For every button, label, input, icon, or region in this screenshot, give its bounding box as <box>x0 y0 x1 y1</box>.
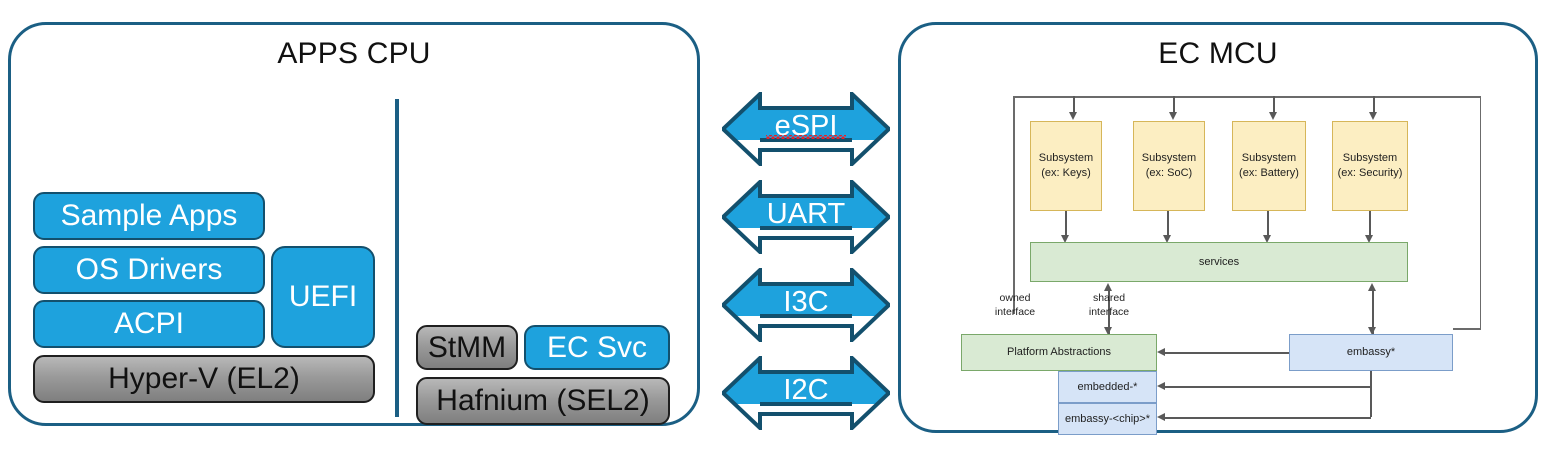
subsystem-security-line1: Subsystem <box>1342 152 1398 165</box>
apps-cpu-panel: APPS CPU Sample Apps OS Drivers ACPI UEF… <box>8 22 700 426</box>
services-embassy-arrowhead-down <box>1368 327 1376 335</box>
subsystem-keys-to-services-arrowhead <box>1061 235 1069 243</box>
bus-drop-3-arrowhead <box>1269 112 1277 120</box>
services-embassy-arrowhead-up <box>1368 283 1376 291</box>
owned-interface-label: owned interface <box>977 291 1053 319</box>
shared-interface-arrowhead-up <box>1104 283 1112 291</box>
embassy-riser-foot <box>1453 328 1481 330</box>
bus-drop-4 <box>1373 96 1375 114</box>
subsystem-box-keys[interactable]: Subsystem (ex: Keys) <box>1030 121 1102 211</box>
embedded-label: embedded-* <box>1077 380 1138 393</box>
top-bus-horizontal <box>1013 96 1481 98</box>
interconnect-arrow-i3c[interactable]: I3C <box>722 268 890 342</box>
world-divider <box>395 99 399 417</box>
block-hyper-v[interactable]: Hyper-V (EL2) <box>33 355 375 403</box>
block-acpi[interactable]: ACPI <box>33 300 265 348</box>
embassy-label: embassy* <box>1346 346 1396 359</box>
embassy-to-embedded-line <box>1165 386 1371 388</box>
bus-drop-2-arrowhead <box>1169 112 1177 120</box>
embassy-down-stem <box>1370 371 1372 417</box>
ec-mcu-panel: EC MCU Subsystem (ex: Keys) Subsystem (e… <box>898 22 1538 435</box>
owned-interface-line2: interface <box>994 306 1036 319</box>
block-hafnium[interactable]: Hafnium (SEL2) <box>416 377 670 425</box>
embassy-to-chip-arrowhead <box>1157 412 1165 421</box>
interconnect-arrow-i2c[interactable]: I2C <box>722 356 890 430</box>
subsystem-soc-to-services-arrowhead <box>1163 235 1171 243</box>
bus-drop-1-arrowhead <box>1069 112 1077 120</box>
subsystem-soc-line2: (ex: SoC) <box>1145 167 1193 179</box>
bus-drop-3 <box>1273 96 1275 114</box>
subsystem-security-to-services-arrowhead <box>1365 235 1373 243</box>
subsystem-box-battery[interactable]: Subsystem (ex: Battery) <box>1232 121 1306 211</box>
embassy-chip-box[interactable]: embassy-<chip>* <box>1058 403 1157 435</box>
embedded-box[interactable]: embedded-* <box>1058 371 1157 403</box>
bus-drop-2 <box>1173 96 1175 114</box>
block-hafnium-label: Hafnium (SEL2) <box>436 384 650 417</box>
embassy-to-platform-arrowhead <box>1157 347 1165 356</box>
subsystem-battery-line1: Subsystem <box>1241 152 1297 165</box>
block-acpi-label: ACPI <box>113 307 185 340</box>
embassy-chip-label: embassy-<chip>* <box>1065 412 1150 425</box>
shared-interface-line <box>1108 290 1110 334</box>
subsystem-battery-line2: (ex: Battery) <box>1239 167 1299 179</box>
block-ec-svc-label: EC Svc <box>546 330 648 364</box>
owned-interface-riser <box>1013 96 1015 314</box>
subsystem-keys-line2: (ex: Keys) <box>1041 167 1091 179</box>
subsystem-soc-to-services <box>1167 211 1169 238</box>
interconnect-arrow-uart[interactable]: UART <box>722 180 890 254</box>
block-stmm-label: StMM <box>427 330 507 364</box>
block-ec-svc[interactable]: EC Svc <box>524 325 670 370</box>
shared-interface-arrowhead-down <box>1104 327 1112 335</box>
apps-cpu-title: APPS CPU <box>277 37 431 70</box>
shared-interface-line1: shared <box>1092 292 1126 304</box>
embassy-riser <box>1479 96 1481 329</box>
platform-abstractions-label: Platform Abstractions <box>1007 346 1111 359</box>
spellcheck-underline-icon <box>766 135 846 139</box>
block-hyper-v-label: Hyper-V (EL2) <box>108 362 300 395</box>
subsystem-keys-line1: Subsystem <box>1038 152 1094 165</box>
interconnect-arrow-espi[interactable]: eSPI <box>722 92 890 166</box>
subsystem-box-security[interactable]: Subsystem (ex: Security) <box>1332 121 1408 211</box>
subsystem-battery-to-services-arrowhead <box>1263 235 1271 243</box>
block-sample-apps[interactable]: Sample Apps <box>33 192 265 240</box>
block-sample-apps-label: Sample Apps <box>60 199 238 232</box>
subsystem-keys-to-services <box>1065 211 1067 238</box>
services-embassy-line <box>1372 290 1374 334</box>
subsystem-box-soc[interactable]: Subsystem (ex: SoC) <box>1133 121 1205 211</box>
embassy-to-platform-line <box>1165 352 1289 354</box>
block-os-drivers-label: OS Drivers <box>75 253 223 286</box>
subsystem-security-line2: (ex: Security) <box>1337 167 1403 179</box>
services-box[interactable]: services <box>1030 242 1408 282</box>
embassy-to-chip-line <box>1165 417 1371 419</box>
bus-drop-1 <box>1073 96 1075 114</box>
block-os-drivers[interactable]: OS Drivers <box>33 246 265 294</box>
subsystem-security-to-services <box>1369 211 1371 238</box>
block-stmm[interactable]: StMM <box>416 325 518 370</box>
owned-interface-line1: owned <box>999 292 1031 304</box>
embassy-box[interactable]: embassy* <box>1289 334 1453 371</box>
shared-interface-label: shared interface <box>1071 291 1147 319</box>
block-uefi[interactable]: UEFI <box>271 246 375 348</box>
ec-mcu-title: EC MCU <box>1158 37 1278 70</box>
shared-interface-line2: interface <box>1088 306 1130 319</box>
services-label: services <box>1198 255 1240 268</box>
subsystem-soc-line1: Subsystem <box>1141 152 1197 165</box>
embassy-to-embedded-arrowhead <box>1157 381 1165 390</box>
platform-abstractions-box[interactable]: Platform Abstractions <box>961 334 1157 371</box>
bus-drop-4-arrowhead <box>1369 112 1377 120</box>
subsystem-battery-to-services <box>1267 211 1269 238</box>
block-uefi-label: UEFI <box>288 280 358 313</box>
